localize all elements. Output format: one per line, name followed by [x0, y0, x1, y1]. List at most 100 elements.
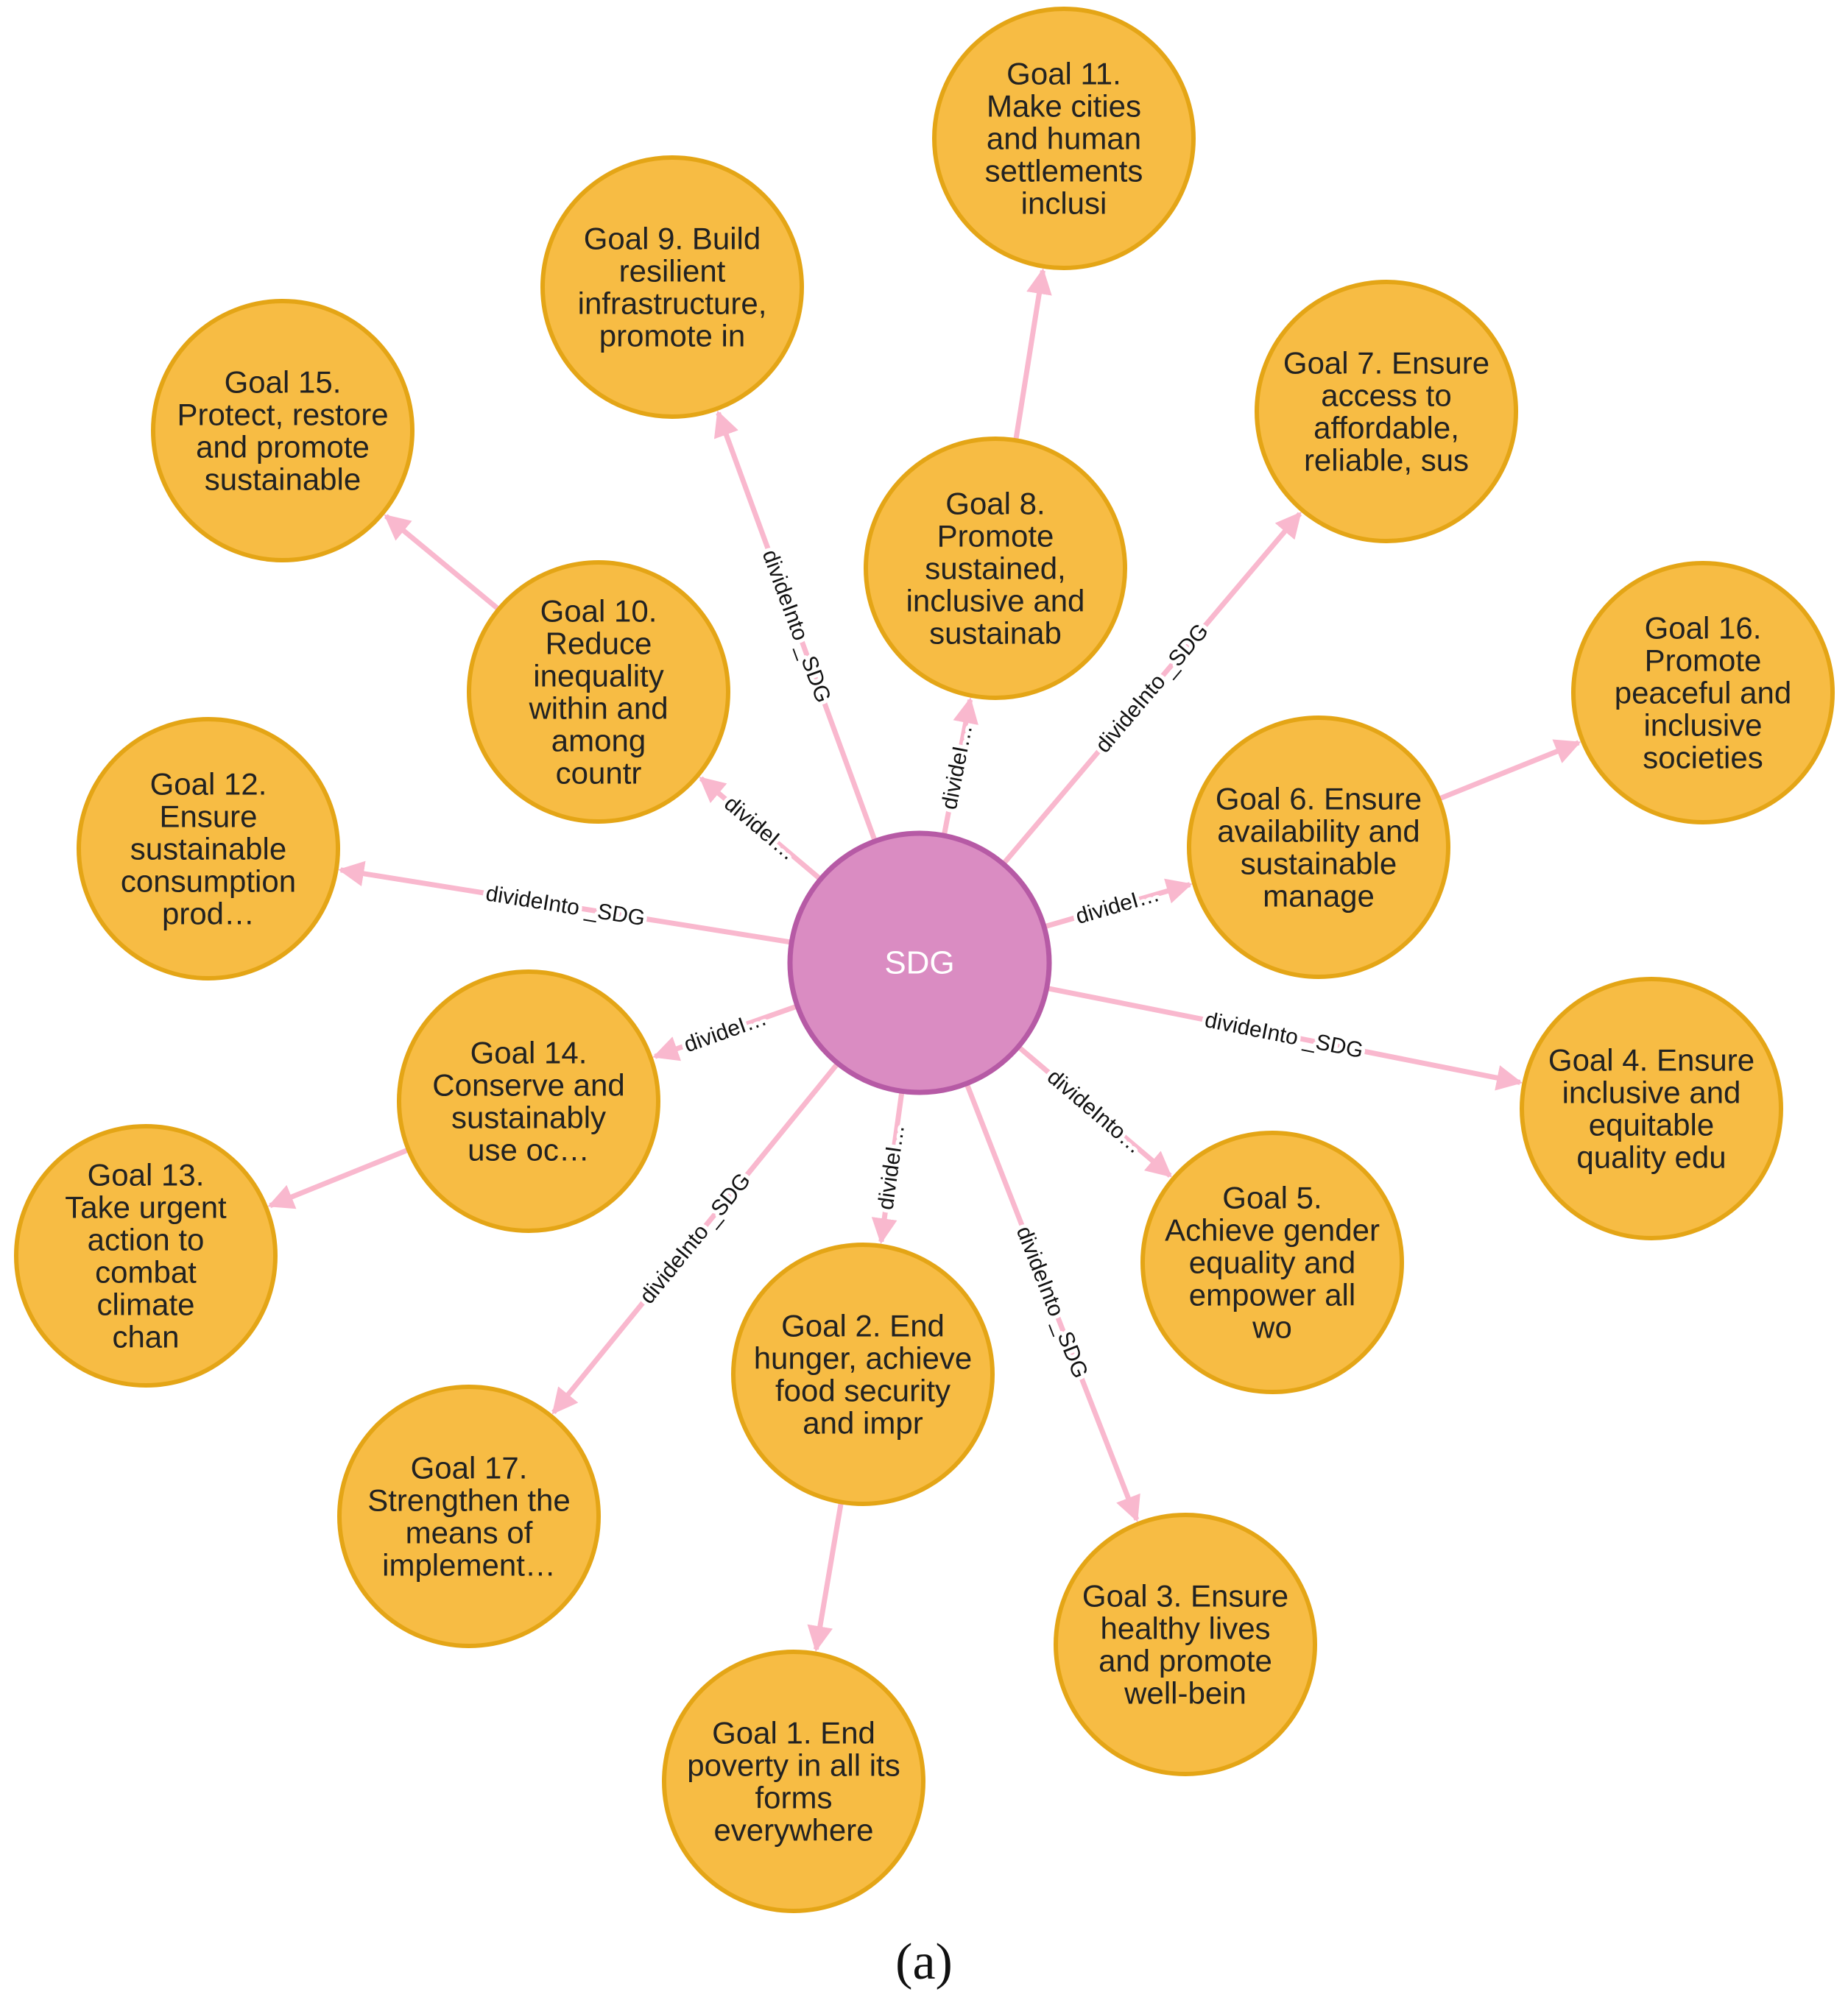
goal-label-line: Make cities [987, 89, 1141, 124]
goal-node-g9[interactable]: Goal 9. Buildresilientinfrastructure,pro… [540, 155, 804, 419]
goal-label-line: inequality [533, 659, 663, 693]
goal-label-line: infrastructure, [578, 286, 767, 321]
goal-label-line: Goal 9. Build [584, 222, 761, 256]
goal-label-line: poverty in all its [687, 1748, 900, 1783]
edge-center-g2 [871, 1092, 905, 1245]
edge-center-g14 [652, 1004, 797, 1061]
goal-label-line: societies [1643, 741, 1763, 775]
edge-center-g12 [338, 861, 791, 945]
goal-circle-g2 [731, 1243, 995, 1506]
goal-circle-g8 [864, 437, 1127, 700]
edge-label-center-g14: divideI… [681, 1006, 770, 1057]
goal-circle-g14 [397, 969, 660, 1233]
goal-label-line: Promote [1645, 643, 1762, 678]
edge-center-g5 [1018, 1045, 1172, 1178]
goal-label-line: equality and [1189, 1246, 1356, 1280]
goal-label-line: empower all [1189, 1278, 1355, 1312]
goal-label-line: inclusive and [1562, 1075, 1741, 1110]
goal-label-line: prod… [162, 897, 255, 931]
edge-label-center-g12: divideInto _SDG [484, 881, 647, 930]
goal-label-line: consumption [121, 864, 296, 899]
goal-label-line: Promote [937, 519, 1054, 554]
goal-label-line: Reduce [546, 626, 652, 661]
goal-label-line: sustainable [1241, 847, 1397, 881]
goal-label-line: food security [775, 1374, 951, 1408]
goal-label-line: within and [528, 691, 668, 726]
figure-caption: (a) [895, 1934, 953, 1990]
goal-circle-g12 [77, 717, 340, 981]
goal-label-line: among [551, 724, 646, 758]
edge-center-g6 [1044, 878, 1193, 929]
goal-label-line: and human [987, 121, 1141, 156]
goal-label-line: affordable, [1313, 411, 1459, 445]
goal-label-line: Goal 11. [1006, 57, 1121, 91]
goal-circle-g17 [337, 1385, 601, 1648]
goal-circle-g4 [1520, 977, 1783, 1240]
edge-g2-g1 [807, 1502, 844, 1653]
goal-label-line: Goal 14. [470, 1036, 588, 1070]
goal-label-line: Goal 1. End [712, 1716, 875, 1750]
goal-label-line: chan [112, 1320, 179, 1354]
goal-label-line: access to [1321, 378, 1451, 413]
goal-label-line: everywhere [713, 1813, 873, 1848]
goal-label-line: Conserve and [432, 1068, 625, 1103]
goal-label-line: promote in [599, 319, 745, 353]
edge-label-center-g9: divideInto _SDG [758, 547, 836, 706]
edge-label-center-g5: divideInto… [1043, 1064, 1147, 1159]
goal-circle-g9 [540, 155, 804, 419]
goal-label-line: equitable [1589, 1108, 1714, 1142]
goal-circle-g15 [151, 299, 415, 562]
goal-label-line: quality edu [1576, 1140, 1726, 1175]
sdg-center-node[interactable]: SDG [787, 830, 1052, 1095]
edge-g8-g11 [1013, 268, 1052, 439]
edge-g14-g13 [267, 1148, 409, 1209]
goal-label-line: Goal 5. [1222, 1181, 1322, 1215]
goal-label-line: Goal 10. [540, 594, 657, 629]
goal-circle-g5 [1140, 1131, 1404, 1394]
goal-circle-g10 [467, 560, 730, 824]
sdg-center-circle [787, 830, 1052, 1095]
goal-circle-g13 [14, 1124, 278, 1388]
edge-center-g8 [942, 697, 978, 835]
goal-label-line: healthy lives [1100, 1611, 1270, 1646]
goal-label-line: Goal 2. End [781, 1309, 945, 1343]
goal-label-line: sustainably [451, 1100, 606, 1135]
goal-node-g12[interactable]: Goal 12.Ensuresustainableconsumptionprod… [77, 717, 340, 981]
goal-label-line: sustainable [205, 462, 361, 497]
goal-label-line: sustainab [929, 616, 1062, 651]
edge-center-g4 [1047, 986, 1523, 1091]
goal-label-line: Take urgent [65, 1190, 227, 1225]
goal-label-line: Ensure [159, 799, 257, 834]
goal-label-line: Goal 3. Ensure [1082, 1579, 1288, 1614]
goal-label-line: implement… [382, 1548, 556, 1583]
edge-center-g17 [551, 1062, 839, 1415]
goal-label-line: Achieve gender [1165, 1213, 1380, 1248]
edge-label-center-g8: divideI… [937, 723, 977, 812]
goal-circle-g16 [1571, 561, 1835, 824]
goal-label-line: combat [95, 1255, 197, 1290]
goal-circle-g11 [932, 7, 1196, 270]
edge-center-g10 [699, 776, 822, 880]
goal-label-line: Goal 6. Ensure [1216, 782, 1422, 816]
edge-g10-g15 [384, 514, 500, 611]
goal-label-line: Goal 13. [88, 1158, 205, 1192]
goal-label-line: forms [755, 1781, 833, 1815]
goal-label-line: well-bein [1124, 1676, 1246, 1711]
